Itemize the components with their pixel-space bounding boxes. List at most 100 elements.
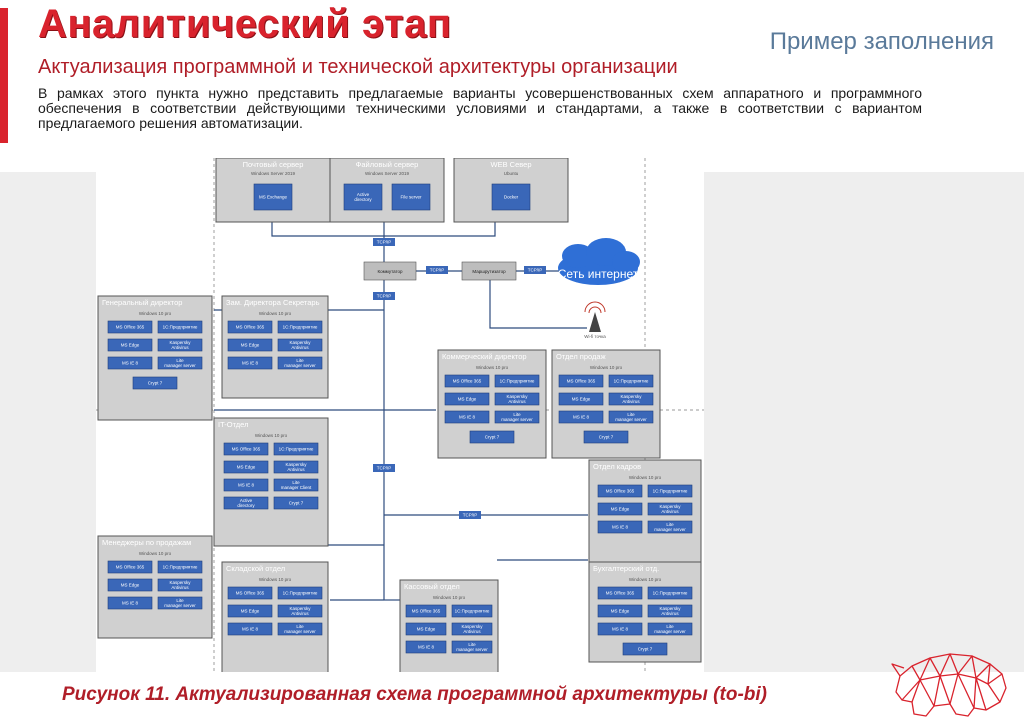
- software-item: MS Edge: [597, 502, 643, 516]
- department-os: Windows 10 pro: [139, 551, 172, 556]
- server-os: Windows Server 2019: [365, 171, 410, 176]
- software-item: Docker: [491, 183, 531, 211]
- software-label: MS IE 8: [573, 415, 590, 420]
- software-label: MS Edge: [121, 343, 140, 348]
- software-label: MS IE 8: [459, 415, 476, 420]
- internet-label: Сеть интернет: [558, 267, 639, 281]
- software-item: MS IE 8: [107, 596, 153, 610]
- software-item: 1С:Предприятие: [277, 586, 323, 600]
- software-item: 1С:Предприятие: [157, 560, 203, 574]
- protocol-label: TCP/IP: [377, 240, 392, 245]
- software-item: MS IE 8: [227, 622, 273, 636]
- software-item: MS Office 365: [223, 442, 269, 456]
- software-label: MS Edge: [417, 627, 436, 632]
- software-label: MS Office 365: [412, 609, 441, 614]
- switch-node: Коммутатор: [363, 261, 417, 281]
- server-os: Ubuntu: [504, 171, 519, 176]
- software-label: MS Edge: [237, 465, 256, 470]
- department-title: Бухгалтерский отд.: [593, 564, 659, 573]
- software-label: MS Edge: [611, 609, 630, 614]
- software-item: MS Edge: [597, 604, 643, 618]
- software-item: MS IE 8: [227, 356, 273, 370]
- protocol-label: TCP/IP: [377, 294, 392, 299]
- software-item: MS Exchange: [253, 183, 293, 211]
- software-item: MS Edge: [558, 392, 604, 406]
- software-label: MS IE 8: [122, 601, 139, 606]
- wifi-tower-icon: Wi-fi точка: [584, 301, 606, 339]
- department-title: Менеджеры по продажам: [102, 538, 191, 547]
- example-label: Пример заполнения: [769, 28, 994, 55]
- protocol-tag: TCP/IP: [373, 292, 395, 300]
- software-label: MS Edge: [458, 397, 477, 402]
- software-item: MS Office 365: [558, 374, 604, 388]
- internet-cloud-icon: Сеть интернет: [558, 238, 640, 285]
- software-item: MS Edge: [107, 338, 153, 352]
- software-item: 1С:Предприятие: [277, 320, 323, 334]
- software-label: MS IE 8: [242, 627, 259, 632]
- software-item: 1С:Предприятие: [157, 320, 203, 334]
- software-label: MS IE 8: [122, 361, 139, 366]
- software-item: Cryрt 7: [273, 496, 319, 510]
- software-item: MS Office 365: [227, 320, 273, 334]
- protocol-tag: TCP/IP: [373, 464, 395, 472]
- software-item: MS Edge: [107, 578, 153, 592]
- protocol-tag: TCP/IP: [459, 511, 481, 519]
- software-item: 1С:Предприятие: [608, 374, 654, 388]
- software-label: File server: [400, 195, 422, 200]
- department-title: Коммерческий директор: [442, 352, 527, 361]
- software-label: Cryрt 7: [638, 647, 653, 652]
- software-label: Cryрt 7: [599, 435, 614, 440]
- software-item: Cryрt 7: [622, 642, 668, 656]
- description-text: В рамках этого пункта нужно представить …: [38, 85, 922, 131]
- software-label: MS Edge: [611, 507, 630, 512]
- software-item: MS Office 365: [227, 586, 273, 600]
- software-label: MS Office 365: [606, 489, 635, 494]
- wifi-label: Wi-fi точка: [584, 334, 606, 339]
- switch-label: Коммутатор: [377, 269, 403, 274]
- software-item: MS Office 365: [597, 586, 643, 600]
- software-item: MS Edge: [223, 460, 269, 474]
- software-item: MS Office 365: [107, 560, 153, 574]
- software-label: MS Exchange: [259, 195, 288, 200]
- department-os: Windows 10 pro: [259, 577, 292, 582]
- software-item: MS Office 365: [107, 320, 153, 334]
- page-subtitle: Актуализация программной и технической а…: [38, 56, 678, 78]
- department-title: Кассовый отдел: [404, 582, 460, 591]
- software-item: 1С:Предприятие: [647, 586, 693, 600]
- software-item: MS IE 8: [405, 640, 447, 654]
- software-label: MS Office 365: [606, 591, 635, 596]
- page-title: Аналитический этап: [38, 2, 452, 46]
- software-item: 1С:Предприятие: [647, 484, 693, 498]
- software-label: 1С:Предприятие: [283, 325, 318, 330]
- software-label: Cryрt 7: [289, 501, 304, 506]
